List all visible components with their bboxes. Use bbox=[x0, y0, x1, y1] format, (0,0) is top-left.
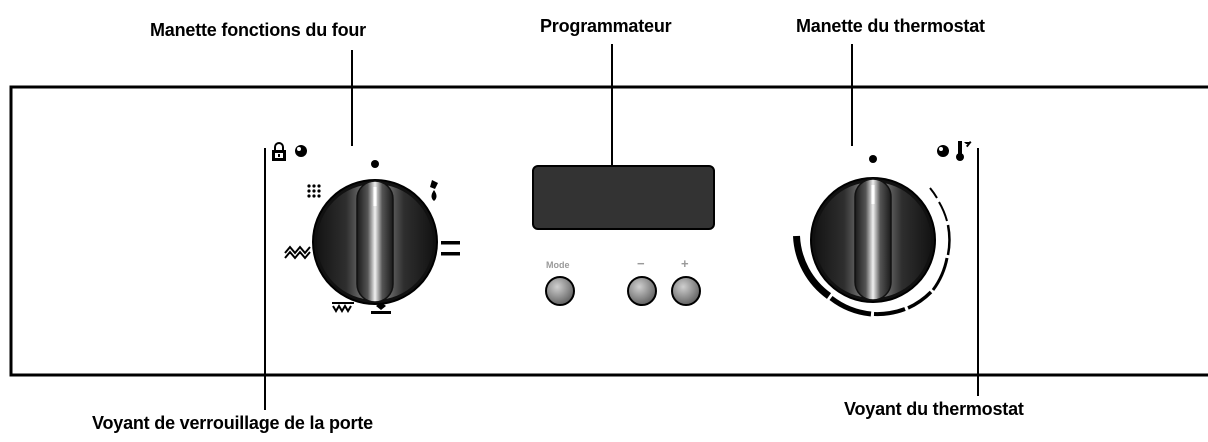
thermostat-knob[interactable] bbox=[810, 177, 936, 303]
control-panel-frame bbox=[9, 85, 1208, 377]
fan-grid-icon bbox=[307, 184, 321, 198]
thermostat-off-dot-icon bbox=[869, 155, 877, 163]
programmer-display bbox=[532, 165, 715, 230]
oven-function-knob-label: Manette fonctions du four bbox=[150, 20, 366, 40]
mode-button[interactable] bbox=[545, 276, 575, 306]
mode-button-label: Mode bbox=[546, 260, 570, 270]
plus-button-label: + bbox=[681, 256, 689, 271]
minus-button[interactable] bbox=[627, 276, 657, 306]
off-position-dot-icon bbox=[371, 160, 379, 168]
bottom-heat-icon bbox=[332, 302, 354, 313]
minus-button-label: − bbox=[637, 256, 645, 271]
thermometer-icon bbox=[956, 141, 972, 161]
programmer-label: Programmateur bbox=[540, 16, 672, 36]
top-bottom-heat-icon bbox=[441, 241, 460, 256]
door-lock-indicator-dot-icon bbox=[295, 145, 307, 157]
thermostat-indicator-dot-icon bbox=[937, 145, 949, 157]
thermostat-knob-label: Manette du thermostat bbox=[796, 16, 985, 36]
plus-button[interactable] bbox=[671, 276, 701, 306]
grill-fan-icon bbox=[284, 245, 311, 260]
thermostat-scale-arc bbox=[793, 187, 951, 317]
defrost-drop-icon bbox=[430, 180, 438, 201]
oven-function-knob[interactable] bbox=[312, 179, 438, 305]
door-lock-light-label: Voyant de verrouillage de la porte bbox=[92, 413, 373, 433]
thermostat-light-label: Voyant du thermostat bbox=[844, 399, 1024, 419]
lock-icon bbox=[272, 142, 286, 161]
